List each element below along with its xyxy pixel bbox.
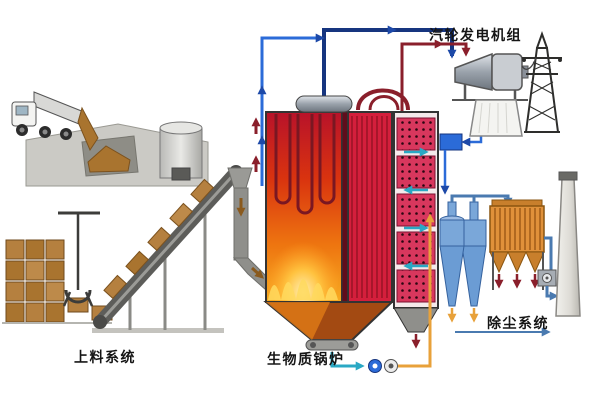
biomass-boiler: [251, 88, 410, 351]
ash-conveyor: [305, 339, 359, 351]
baghouse-filter: [489, 199, 545, 290]
label-turbine-generator: 汽轮发电机组: [429, 28, 522, 44]
feed-chute: [227, 167, 267, 292]
conveyor-bale: [190, 178, 214, 204]
label-dust-removal: 除尘系统: [487, 316, 549, 332]
furnace-tube-loop: [274, 114, 292, 205]
heat-exchanger-bank: [396, 155, 436, 189]
cyclone-separators: [439, 194, 513, 323]
fuel-pile: [87, 145, 131, 173]
conveyor-bale: [147, 226, 171, 252]
conveyor-bale: [125, 250, 149, 276]
conveyor-bale: [103, 274, 127, 300]
conveyor-bale: [169, 202, 193, 228]
condenser: [469, 99, 523, 137]
turbine-generator-unit: [452, 52, 529, 101]
feedwater-loop: [330, 213, 435, 373]
label-biomass-boiler: 生物质锅炉: [267, 352, 345, 368]
bale-stack: [2, 239, 113, 324]
truck-window: [15, 105, 29, 116]
dumping-material: [77, 106, 99, 152]
delivery-truck: [11, 91, 99, 152]
induced-draft-fan: [537, 236, 559, 301]
transmission-tower: [522, 31, 562, 133]
grabber-crane: [58, 211, 100, 313]
steam-drum: [295, 95, 353, 113]
fuel-silo: [159, 121, 203, 181]
superheater-chamber: [347, 111, 393, 303]
power-line: [521, 57, 537, 70]
crossover-pipe: [356, 88, 410, 111]
heat-exchanger-bank: [396, 117, 436, 151]
turbine-casing: [454, 52, 493, 91]
conveyor: [92, 165, 243, 333]
steam-piping: [257, 25, 471, 186]
backpass-heat-exchangers: [393, 111, 439, 349]
feedwater-box: [439, 133, 483, 195]
label-feeding-system: 上料系统: [74, 350, 136, 366]
generator: [491, 53, 523, 91]
chimney: [555, 171, 581, 317]
